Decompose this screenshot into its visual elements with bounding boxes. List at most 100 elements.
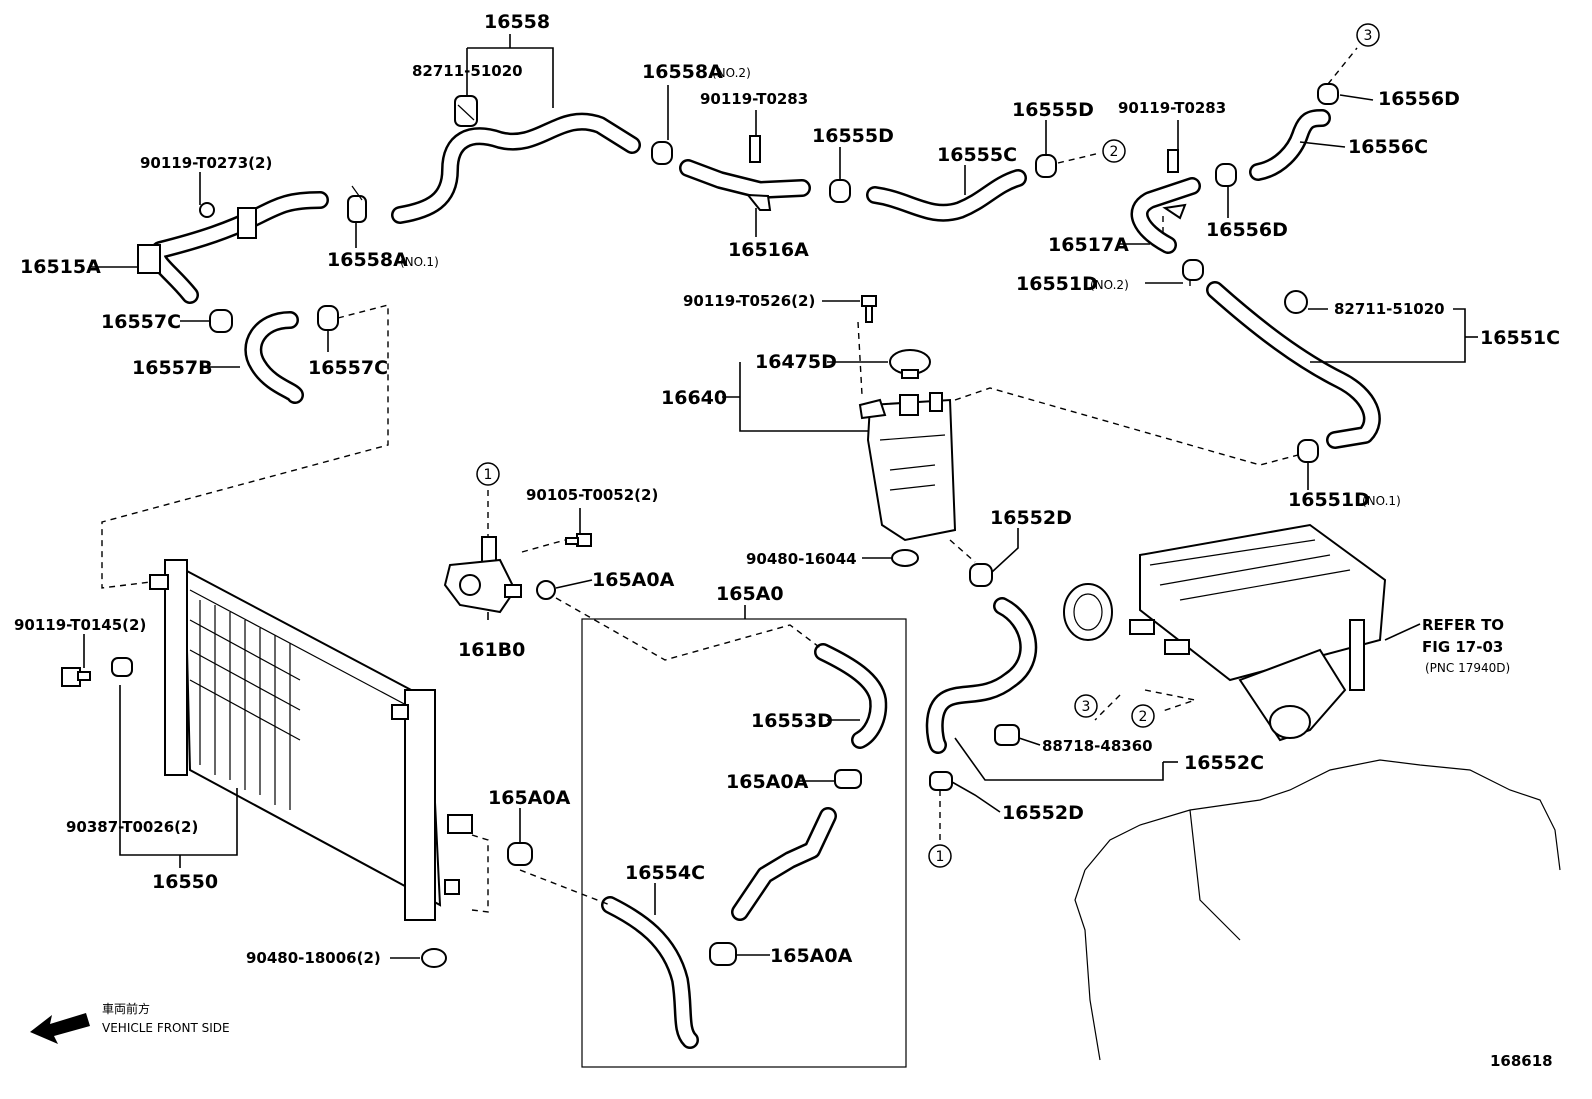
box-165A0-drawing	[581, 618, 907, 1068]
clamp-165A0A-a-drawing	[536, 580, 556, 600]
grommet-90480-18006-drawing	[421, 948, 447, 968]
grommet-90480-16044-drawing	[891, 549, 919, 567]
vehicle-front-arrow-icon	[30, 1013, 90, 1044]
clamp-16556D-lower-drawing	[1215, 163, 1237, 187]
clamp-165A0A-d-drawing	[709, 942, 737, 966]
label-16515A: 16515A	[20, 256, 101, 278]
label-90119-T0526: 90119-T0526(2)	[683, 292, 815, 310]
label-16550: 16550	[152, 871, 218, 893]
label-90480-16044: 90480-16044	[746, 550, 857, 568]
radiator-16550-drawing	[149, 559, 473, 921]
clamp-165A0A-c-drawing	[507, 842, 533, 866]
label-16557C-a: 16557C	[101, 311, 181, 333]
pipe-16515A-drawing	[137, 191, 329, 304]
label-82711-51020-b: 82711-51020	[1334, 300, 1445, 318]
bolt-90119-T0145-drawing	[61, 667, 91, 687]
label-16555D-a: 16555D	[812, 125, 894, 147]
intercooler-drawing	[1063, 523, 1387, 742]
cap-16475D-drawing	[889, 349, 931, 379]
hose-165A0-pipe-drawing	[731, 807, 837, 921]
vehicle-front-jp: 車両前方	[102, 1001, 150, 1016]
label-16556D-b: 16556D	[1206, 219, 1288, 241]
label-16552C: 16552C	[1184, 752, 1264, 774]
hose-16556C-drawing	[1249, 109, 1331, 181]
label-90480-18006: 90480-18006(2)	[246, 949, 381, 967]
hose-16557B-drawing	[244, 311, 304, 404]
label-16516A: 16516A	[728, 239, 809, 261]
label-16555C: 16555C	[937, 144, 1017, 166]
bolt-90105-T0052-drawing	[565, 533, 592, 547]
callout-3-upper: 3	[1356, 23, 1380, 47]
clamp-16558A-no2-drawing	[651, 141, 673, 165]
label-16558: 16558	[484, 11, 550, 33]
clamp-16555D-right-drawing	[1035, 154, 1057, 178]
label-16553D: 16553D	[751, 710, 833, 732]
label-16556C: 16556C	[1348, 136, 1428, 158]
callout-2-lower: 2	[1131, 704, 1155, 728]
callout-3-lower-text: 3	[1082, 699, 1091, 715]
label-16475D: 16475D	[755, 351, 837, 373]
label-90387-T0026: 90387-T0026(2)	[66, 818, 198, 836]
label-16557C-b: 16557C	[308, 357, 388, 379]
callout-3-lower: 3	[1074, 694, 1098, 718]
callout-2-lower-text: 2	[1139, 709, 1148, 725]
clamp-16557C-left-drawing	[209, 309, 233, 333]
leader-lines	[83, 34, 1478, 959]
label-88718-48360: 88718-48360	[1042, 737, 1153, 755]
refer-to-line3: (PNC 17940D)	[1425, 661, 1510, 675]
clamp-16558A-no1-drawing	[347, 185, 367, 223]
refer-to-line1: REFER TO	[1422, 616, 1504, 634]
bush-90387-T0026-drawing	[111, 657, 133, 677]
hose-16551C-drawing	[1206, 281, 1381, 449]
vehicle-front-en: VEHICLE FRONT SIDE	[102, 1021, 230, 1035]
label-90119-T0283-b: 90119-T0283	[1118, 99, 1226, 117]
label-16558A-no1: 16558A	[327, 249, 408, 271]
label-161B0: 161B0	[458, 639, 525, 661]
hose-16558-drawing	[391, 112, 641, 224]
label-16551C: 16551C	[1480, 327, 1560, 349]
callout-1-bottom: 1	[928, 844, 952, 868]
label-16640: 16640	[661, 387, 727, 409]
clamp-16555D-left-drawing	[829, 179, 851, 203]
refer-to-line2: FIG 17-03	[1422, 638, 1503, 656]
label-16558A-no1-note: (NO.1)	[400, 255, 439, 269]
label-165A0A-b: 165A0A	[726, 771, 809, 793]
callout-1-top-text: 1	[484, 467, 493, 483]
hose-16553D-drawing	[814, 643, 888, 749]
clamp-16552D-top-drawing	[969, 563, 993, 587]
bolt-90119-T0526-drawing	[861, 295, 877, 323]
dashed-connection-lines	[101, 47, 1358, 913]
label-16557B: 16557B	[132, 357, 213, 379]
clamp-16551D-no1-drawing	[1297, 439, 1319, 463]
label-165A0: 165A0	[716, 583, 784, 605]
label-16556D-a: 16556D	[1378, 88, 1460, 110]
label-16551D-no2-note: (NO.2)	[1090, 278, 1129, 292]
figure-number: 168618	[1490, 1052, 1553, 1070]
pump-161B0-drawing	[443, 536, 522, 614]
clamp-82711-51020-b-drawing	[1284, 290, 1308, 314]
clamp-88718-48360-drawing	[994, 724, 1020, 746]
label-16558A-no2: 16558A	[642, 61, 723, 83]
label-16558A-no2-note: (NO.2)	[712, 66, 751, 80]
pipe-16516A-drawing	[679, 135, 811, 211]
callout-2-upper: 2	[1102, 139, 1126, 163]
label-16552D-a: 16552D	[990, 507, 1072, 529]
reservoir-16640-drawing	[858, 392, 957, 542]
clamp-16551D-no2-drawing	[1182, 259, 1204, 281]
clamp-82711-51020-drawing	[454, 95, 478, 127]
label-90119-T0145: 90119-T0145(2)	[14, 616, 146, 634]
callout-1-top: 1	[476, 462, 500, 486]
label-165A0A-d: 165A0A	[770, 945, 853, 967]
label-16517A: 16517A	[1048, 234, 1129, 256]
label-90105-T0052: 90105-T0052(2)	[526, 486, 658, 504]
hose-16554C-drawing	[601, 896, 699, 1049]
pipe-16517A-drawing	[1130, 149, 1201, 254]
label-16551D-no1: 16551D	[1288, 489, 1370, 511]
label-16551D-no2: 16551D	[1016, 273, 1098, 295]
clamp-16557C-right-drawing	[317, 305, 339, 331]
clamp-16556D-top-drawing	[1317, 83, 1339, 105]
clamp-165A0A-b-drawing	[834, 769, 862, 789]
label-90119-T0283-a: 90119-T0283	[700, 90, 808, 108]
label-16554C: 16554C	[625, 862, 705, 884]
